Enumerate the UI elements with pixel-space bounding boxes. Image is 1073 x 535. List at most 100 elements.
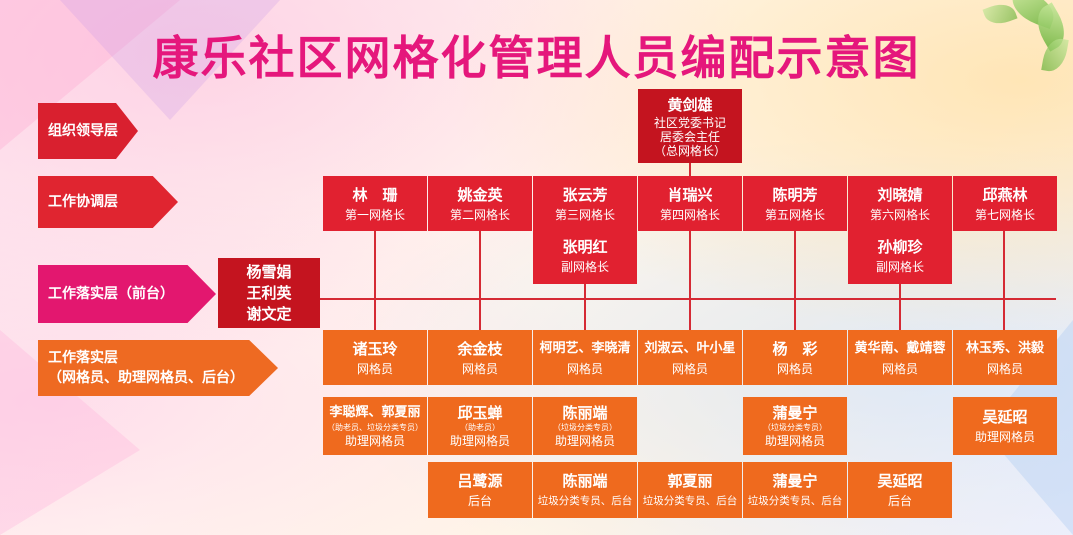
worker-role: 网格员 [881, 361, 918, 376]
worker-name: 黄华南、戴靖蓉 [854, 340, 946, 356]
backoffice-name: 陈丽端 [562, 472, 608, 490]
grid-manager-box: 张云芳 第三网格长 张明红 副网格长 [533, 176, 637, 284]
connector-vertical [374, 231, 376, 330]
grid-worker-box: 诸玉玲 网格员 [323, 330, 427, 385]
assistant-box: 邱玉蝉 （助老员） 助理网格员 [428, 397, 532, 455]
assistant-note: （助老员、垃圾分类专员） [327, 422, 423, 432]
worker-name: 林玉秀、洪毅 [965, 340, 1044, 356]
frontdesk-name: 王利英 [246, 283, 292, 302]
worker-name: 杨 彩 [772, 339, 818, 358]
assistant-role: 助理网格员 [554, 433, 615, 448]
grid-worker-box: 柯明艺、李晓清 网格员 [533, 330, 637, 385]
manager-role: 第一网格长 [344, 207, 405, 222]
worker-role: 网格员 [356, 361, 393, 376]
frontdesk-box: 杨雪娟 王利英 谢文定 [218, 258, 320, 328]
connector-vertical [584, 284, 586, 330]
assistant-name: 邱玉蝉 [457, 403, 503, 422]
deputy-role: 副网格长 [875, 260, 924, 274]
layer-label-grid: 工作落实层 （网格员、助理网格员、后台） [38, 340, 278, 396]
backoffice-name: 郭夏丽 [667, 472, 713, 490]
backoffice-box: 蒲曼宁 垃圾分类专员、后台 [743, 462, 847, 518]
background-triangle [60, 0, 280, 120]
backoffice-role: 后台 [887, 494, 912, 508]
backoffice-box: 吴延昭 后台 [848, 462, 952, 518]
assistant-box: 蒲曼宁 （垃圾分类专员） 助理网格员 [743, 397, 847, 455]
manager-name: 肖瑞兴 [667, 185, 713, 204]
grid-worker-box: 刘淑云、叶小星 网格员 [638, 330, 742, 385]
assistant-name: 陈丽端 [562, 403, 608, 422]
worker-role: 网格员 [986, 361, 1023, 376]
assistant-role: 助理网格员 [449, 433, 510, 448]
frontdesk-name: 杨雪娟 [246, 262, 292, 281]
connector-vertical [899, 284, 901, 330]
leader-role: （总网格长） [653, 144, 726, 158]
worker-name: 诸玉玲 [352, 339, 398, 358]
page-title: 康乐社区网格化管理人员编配示意图 [152, 31, 921, 85]
worker-name: 柯明艺、李晓清 [539, 340, 631, 356]
manager-name: 姚金英 [457, 185, 503, 204]
worker-name: 余金枝 [457, 339, 503, 358]
manager-name: 邱燕林 [982, 185, 1028, 204]
assistant-name: 蒲曼宁 [772, 403, 818, 422]
connector-vertical [689, 231, 691, 330]
connector-leader [689, 162, 691, 176]
grid-manager-box: 林 珊 第一网格长 [323, 176, 427, 231]
worker-role: 网格员 [566, 361, 603, 376]
layer-label-text: （网格员、助理网格员、后台） [48, 370, 244, 386]
frontdesk-name: 谢文定 [246, 304, 292, 323]
deputy-name: 张明红 [562, 238, 608, 256]
assistant-box: 吴延昭 助理网格员 [953, 397, 1057, 455]
backoffice-name: 吕鹭源 [457, 472, 503, 490]
grid-manager-box: 陈明芳 第五网格长 [743, 176, 847, 231]
layer-label-frontdesk: 工作落实层（前台） [38, 265, 216, 323]
assistant-role: 助理网格员 [344, 433, 405, 448]
backoffice-role: 垃圾分类专员、后台 [537, 495, 633, 507]
leader-name: 黄剑雄 [667, 96, 713, 114]
manager-role: 第二网格长 [449, 207, 510, 222]
leader-box: 黄剑雄 社区党委书记 居委会主任 （总网格长） [638, 89, 742, 163]
grid-worker-box: 杨 彩 网格员 [743, 330, 847, 385]
assistant-box: 陈丽端 （垃圾分类专员） 助理网格员 [533, 397, 637, 455]
manager-name: 张云芳 [562, 186, 608, 204]
leader-role: 社区党委书记 [653, 116, 726, 130]
connector-horizontal [320, 298, 1056, 300]
grid-manager-box: 肖瑞兴 第四网格长 [638, 176, 742, 231]
connector-vertical [1003, 231, 1005, 330]
grid-worker-box: 黄华南、戴靖蓉 网格员 [848, 330, 952, 385]
assistant-box: 李聪辉、郭夏丽 （助老员、垃圾分类专员） 助理网格员 [323, 397, 427, 455]
layer-label-text: 工作落实层 [48, 350, 118, 366]
layer-label-text: 工作落实层（前台） [48, 286, 174, 302]
manager-name: 刘晓婧 [877, 186, 923, 204]
manager-name: 林 珊 [352, 185, 398, 204]
backoffice-role: 后台 [467, 494, 492, 508]
backoffice-box: 吕鹭源 后台 [428, 462, 532, 518]
connector-vertical [794, 231, 796, 330]
backoffice-name: 吴延昭 [877, 472, 923, 490]
assistant-note: （垃圾分类专员） [763, 422, 827, 432]
deputy-name: 孙柳珍 [877, 238, 923, 256]
assistant-note: （助老员） [460, 422, 500, 432]
manager-role: 第五网格长 [764, 207, 825, 222]
layer-label-text: 工作协调层 [48, 194, 118, 210]
layer-label-coordination: 工作协调层 [38, 176, 178, 228]
manager-name: 陈明芳 [772, 185, 818, 204]
grid-manager-box: 刘晓婧 第六网格长 孙柳珍 副网格长 [848, 176, 952, 284]
grid-manager-box: 姚金英 第二网格长 [428, 176, 532, 231]
assistant-name: 吴延昭 [982, 408, 1028, 426]
manager-role: 第七网格长 [974, 207, 1035, 222]
layer-label-leadership: 组织领导层 [38, 103, 138, 159]
backoffice-box: 郭夏丽 垃圾分类专员、后台 [638, 462, 742, 518]
grid-worker-box: 林玉秀、洪毅 网格员 [953, 330, 1057, 385]
manager-role: 第六网格长 [869, 208, 930, 222]
manager-role: 第四网格长 [659, 207, 720, 222]
connector-vertical [479, 231, 481, 330]
worker-name: 刘淑云、叶小星 [644, 340, 736, 356]
manager-role: 第三网格长 [554, 208, 615, 222]
backoffice-role: 垃圾分类专员、后台 [747, 495, 843, 507]
grid-worker-box: 余金枝 网格员 [428, 330, 532, 385]
backoffice-name: 蒲曼宁 [772, 472, 818, 490]
worker-role: 网格员 [461, 361, 498, 376]
layer-label-text: 组织领导层 [48, 123, 118, 139]
assistant-name: 李聪辉、郭夏丽 [329, 404, 421, 420]
deputy-role: 副网格长 [560, 260, 609, 274]
